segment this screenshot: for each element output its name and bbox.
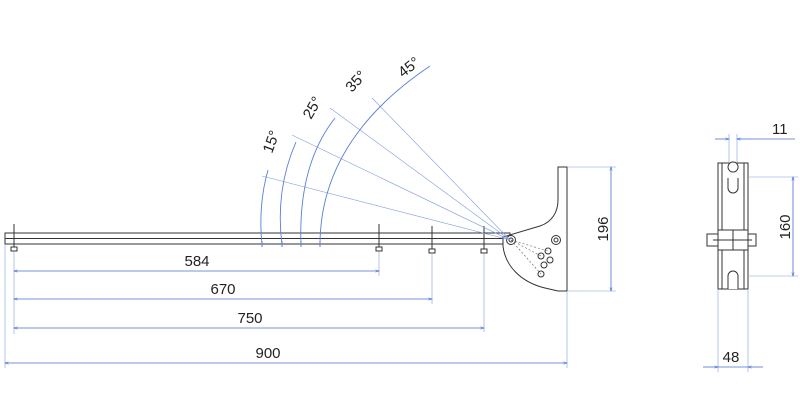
- hole-dashes: [510, 239, 549, 275]
- keyhole-slot: [727, 161, 739, 194]
- height-dimension-160: 160: [748, 177, 798, 276]
- arc-15: [260, 169, 269, 246]
- angle-label-45: 45°: [395, 54, 423, 81]
- dim-label-11: 11: [772, 121, 788, 138]
- arm-studs: [10, 224, 488, 254]
- arc-35: [300, 117, 336, 246]
- dim-label-196: 196: [595, 216, 612, 241]
- width-dimension-48: 48: [703, 289, 763, 372]
- angle-label-35: 35°: [342, 67, 370, 95]
- bottom-slot: [727, 270, 739, 289]
- dim-label-48: 48: [723, 349, 740, 366]
- dim-label-900: 900: [255, 345, 280, 362]
- angle-indicators: 15° 25° 35° 45°: [260, 54, 511, 247]
- wall-plate-front-view: [706, 161, 757, 290]
- bracket-side-view: [4, 166, 568, 292]
- length-dimensions: 584 670 750 900: [5, 244, 567, 368]
- dim-label-750: 750: [237, 310, 262, 327]
- width-dimension-11: 11: [715, 121, 795, 163]
- wall-plate: [502, 166, 568, 292]
- height-dimension-196: 196: [567, 167, 616, 291]
- dim-label-584: 584: [184, 253, 209, 270]
- clamp-bolt: [706, 229, 757, 251]
- arc-45: [319, 65, 431, 246]
- dim-label-670: 670: [210, 281, 235, 298]
- angle-label-15: 15°: [260, 128, 284, 155]
- angle-label-25: 25°: [300, 94, 326, 122]
- arc-25: [279, 141, 297, 246]
- dim-label-160: 160: [777, 214, 794, 239]
